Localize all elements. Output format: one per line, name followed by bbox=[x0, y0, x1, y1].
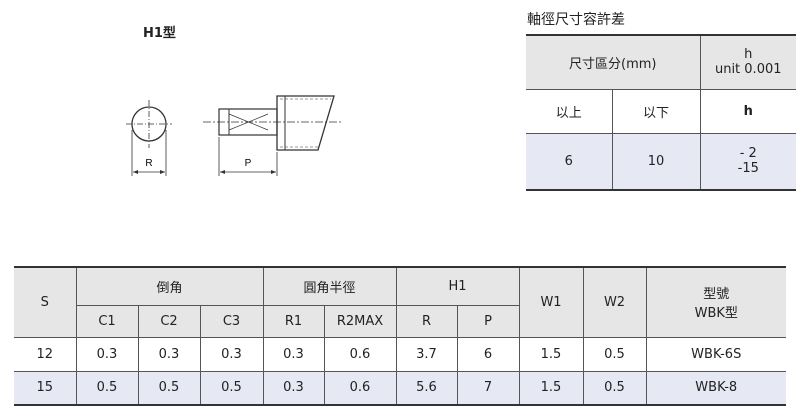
tolerance-title: 軸徑尺寸容許差 bbox=[527, 12, 625, 28]
below-header: 以下 bbox=[612, 88, 701, 134]
spec-table: S 倒角 圓角半徑 H1 W1 W2 型號 WBK型 C1 C2 C3 R1 R… bbox=[14, 266, 786, 406]
cell-r1: 0.3 bbox=[263, 370, 325, 406]
col-c1: C1 bbox=[76, 304, 139, 338]
col-s: S bbox=[14, 266, 77, 338]
h-subheader: h bbox=[700, 88, 796, 134]
cell-w2: 0.5 bbox=[583, 336, 647, 372]
label-p: P bbox=[245, 158, 252, 169]
below-value: 10 bbox=[612, 132, 701, 191]
col-p: P bbox=[457, 304, 520, 338]
above-value: 6 bbox=[526, 132, 613, 191]
cell-s: 15 bbox=[14, 370, 77, 406]
col-model-line2: WBK型 bbox=[694, 306, 738, 322]
table-row: 12 0.3 0.3 0.3 0.3 0.6 3.7 6 1.5 0.5 WBK… bbox=[14, 336, 786, 372]
h-lower: -15 bbox=[737, 161, 759, 177]
h-upper: - 2 bbox=[739, 146, 757, 162]
label-r: R bbox=[145, 158, 152, 169]
table-row: 15 0.5 0.5 0.5 0.3 0.6 5.6 7 1.5 0.5 WBK… bbox=[14, 370, 786, 406]
cell-r2max: 0.6 bbox=[324, 336, 397, 372]
size-range-header: 尺寸區分(mm) bbox=[526, 34, 701, 90]
col-chamfer: 倒角 bbox=[76, 266, 264, 306]
col-w2: W2 bbox=[583, 266, 647, 338]
cell-r1: 0.3 bbox=[263, 336, 325, 372]
col-c2: C2 bbox=[138, 304, 201, 338]
cell-c1: 0.5 bbox=[76, 370, 139, 406]
cell-c2: 0.3 bbox=[138, 336, 201, 372]
cell-p: 6 bbox=[457, 336, 520, 372]
cell-c2: 0.5 bbox=[138, 370, 201, 406]
col-model-line1: 型號 bbox=[703, 287, 730, 303]
above-header: 以上 bbox=[526, 88, 613, 134]
cell-model: WBK-8 bbox=[646, 370, 786, 406]
h-header-line1: h bbox=[744, 47, 753, 63]
col-r1: R1 bbox=[263, 304, 325, 338]
cell-w1: 1.5 bbox=[519, 370, 584, 406]
shaft-body bbox=[276, 95, 335, 151]
cell-c1: 0.3 bbox=[76, 336, 139, 372]
h-tolerance-value: - 2 -15 bbox=[700, 132, 796, 191]
cell-w2: 0.5 bbox=[583, 370, 647, 406]
col-c3: C3 bbox=[200, 304, 264, 338]
cell-r2max: 0.6 bbox=[324, 370, 397, 406]
cell-model: WBK-6S bbox=[646, 336, 786, 372]
h-header-line2: unit 0.001 bbox=[714, 62, 782, 78]
col-h1: H1 bbox=[396, 266, 520, 306]
col-radius: 圓角半徑 bbox=[263, 266, 397, 306]
diagram-title: H1型 bbox=[143, 26, 176, 41]
h1-shaft-diagram: R P bbox=[126, 95, 342, 176]
tolerance-table: 尺寸區分(mm) h unit 0.001 以上 以下 h 6 10 - 2 -… bbox=[526, 34, 796, 191]
h-header: h unit 0.001 bbox=[700, 34, 796, 90]
cell-c3: 0.3 bbox=[200, 336, 264, 372]
col-r: R bbox=[396, 304, 458, 338]
col-w1: W1 bbox=[519, 266, 584, 338]
cell-c3: 0.5 bbox=[200, 370, 264, 406]
col-model: 型號 WBK型 bbox=[646, 266, 786, 338]
cell-p: 7 bbox=[457, 370, 520, 406]
cell-r: 3.7 bbox=[396, 336, 458, 372]
cell-w1: 1.5 bbox=[519, 336, 584, 372]
cell-r: 5.6 bbox=[396, 370, 458, 406]
col-r2max: R2MAX bbox=[324, 304, 397, 338]
cell-s: 12 bbox=[14, 336, 77, 372]
